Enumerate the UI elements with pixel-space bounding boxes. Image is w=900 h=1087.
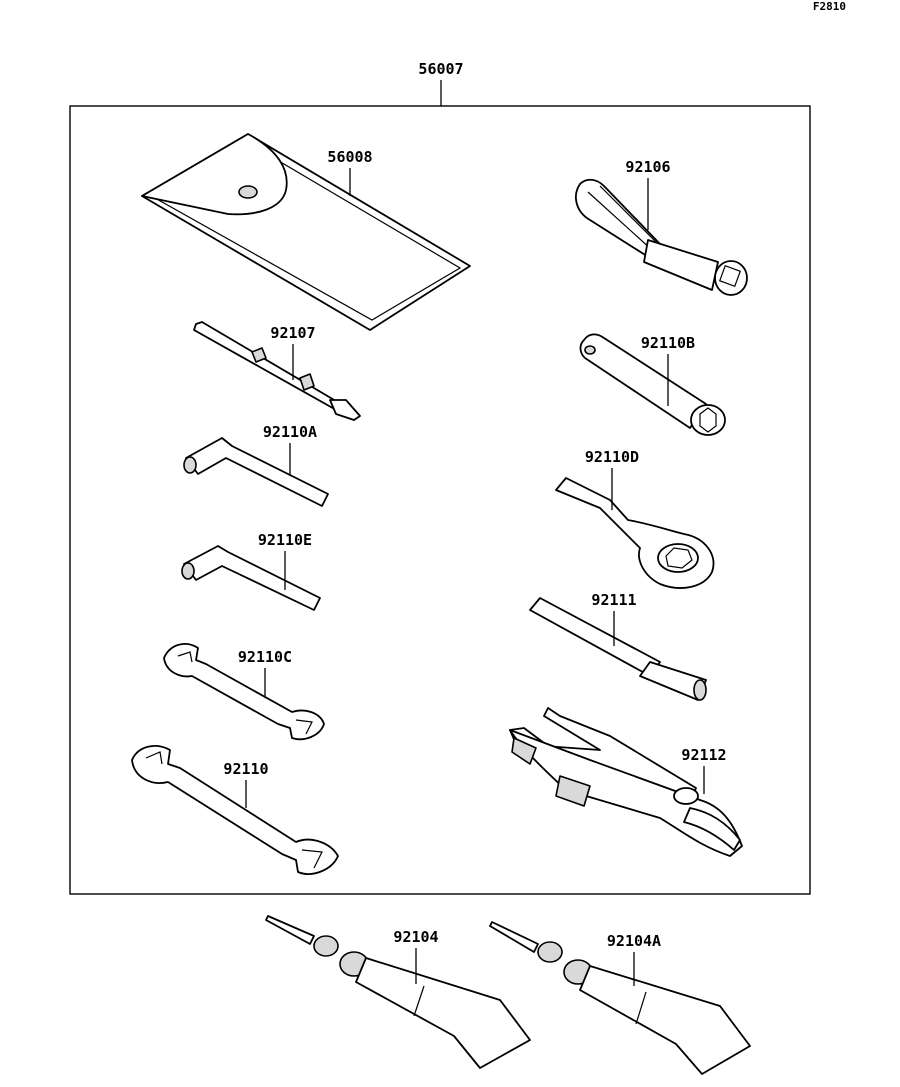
wrench-large-icon	[131, 745, 339, 875]
wrench-small-icon	[163, 643, 325, 741]
label-92110: 92110	[223, 760, 268, 778]
ring-wrench-icon	[555, 477, 715, 589]
label-56007: 56007	[418, 60, 463, 78]
grease-tube-1-icon	[265, 915, 531, 1069]
label-92104: 92104	[393, 928, 438, 946]
grease-tube-2-icon	[489, 921, 751, 1075]
label-92110D: 92110D	[585, 448, 639, 466]
label-92112: 92112	[681, 746, 726, 764]
label-92110A: 92110A	[263, 423, 317, 441]
label-92104A: 92104A	[607, 932, 661, 950]
hex-key-e-icon	[181, 545, 321, 611]
label-92110C: 92110C	[238, 648, 292, 666]
kit-frame	[69, 105, 811, 895]
label-92110B: 92110B	[641, 334, 695, 352]
driver-bit-icon	[193, 321, 361, 421]
diagram-code: F2810	[813, 0, 846, 13]
label-92106: 92106	[625, 158, 670, 176]
label-56008: 56008	[327, 148, 372, 166]
plug-wrench-icon	[579, 333, 726, 436]
screwdriver-handle-icon	[575, 178, 748, 296]
hex-key-a-icon	[183, 437, 329, 507]
label-92110E: 92110E	[258, 531, 312, 549]
extension-bar-icon	[529, 597, 707, 701]
pliers-icon	[509, 707, 743, 857]
pouch-icon	[141, 133, 471, 331]
label-92107: 92107	[270, 324, 315, 342]
label-92111: 92111	[591, 591, 636, 609]
